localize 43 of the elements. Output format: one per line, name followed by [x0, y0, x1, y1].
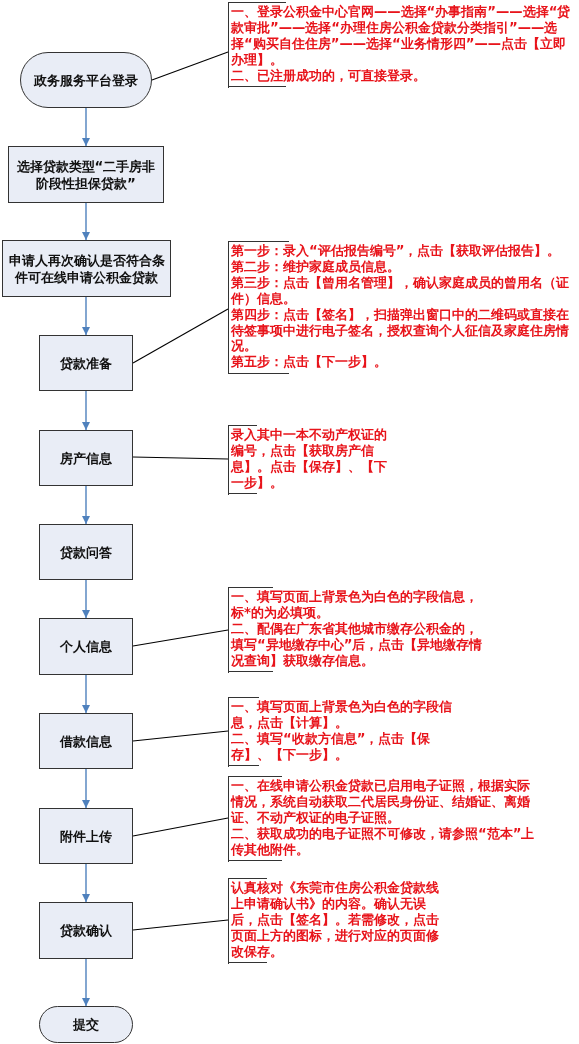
note-text: 认真核对《东莞市住房公积金贷款线上申请确认书》的内容。确认无误后，点击【签名】。若需修改，点击页面上方的图标，进行对应的页面修改保存。 — [231, 880, 440, 960]
note-text: 第三步：点击【曾用名管理】，确认家庭成员的曾用名（证件）信息。 — [231, 274, 570, 307]
terminal-box: 提交 — [39, 1006, 133, 1043]
leader-line — [132, 730, 229, 742]
note-text: 第二步：维护家庭成员信息。 — [231, 258, 401, 275]
process-box: 贷款准备 — [39, 335, 133, 391]
arrow — [82, 768, 90, 809]
arrow — [82, 485, 90, 525]
note-text: 二、配偶在广东省其他城市缴存公积金的，填写“异地缴存中心”后，点击【异地缴存情况查询】获取缴存信息。 — [231, 620, 484, 669]
leader-line — [132, 817, 229, 837]
note-text: 第五步：点击【下一步】。 — [231, 354, 388, 371]
note-text: 一、登录公积金中心官网——选择“办事指南”——选择“贷款审批”——选择“办理住房公积金贷款分类指引”——选择“购买自住住房”——选择“业务情形四”——点击【立即办理】。 — [231, 4, 572, 68]
arrow — [82, 202, 90, 241]
process-box: 借款信息 — [39, 713, 133, 769]
note-text: 二、已注册成功的，可直接登录。 — [231, 67, 427, 84]
note-text: 录入其中一本不动产权证的编号，点击【获取房产信息】。点击【保存】、【下一步】。 — [231, 427, 388, 491]
process-box: 个人信息 — [39, 618, 133, 675]
note-text: 二、获取成功的电子证照不可修改，请参照“范本”上传其他附件。 — [231, 825, 536, 858]
leader-line — [132, 308, 229, 364]
leader-line — [151, 51, 229, 81]
note-text: 第一步：录入“评估报告编号”，点击【获取评估报告】。 — [231, 243, 562, 259]
process-box: 申请人再次确认是否符合条件可在线申请公积金贷款 — [2, 240, 171, 297]
process-box: 选择贷款类型“二手房非阶段性担保贷款” — [8, 146, 164, 203]
leader-line — [132, 919, 229, 931]
arrow — [82, 863, 90, 903]
arrow — [82, 579, 90, 619]
arrow — [82, 674, 90, 714]
note-text: 二、填写“收款方信息”，点击【保存】、【下一步】。 — [231, 730, 432, 763]
leader-line — [132, 629, 229, 647]
arrow — [82, 296, 90, 336]
process-box: 贷款确认 — [39, 902, 133, 959]
note-text: 一、在线申请公积金贷款已启用电子证照，根据实际情况，系统自动获取二代居民身份证、结婚证、离婚证、不动产权证的电子证照。 — [231, 778, 531, 826]
process-box: 房产信息 — [39, 430, 133, 486]
process-box: 贷款问答 — [39, 524, 133, 580]
arrow — [82, 107, 90, 147]
note-text: 一、填写页面上背景色为白色的字段信息，标*的为必填项。 — [231, 589, 479, 621]
terminal-box: 政务服务平台登录 — [20, 52, 152, 108]
note-text: 第四步：点击【签名】，扫描弹出窗口中的二维码或直接在待签事项中进行电子签名，授权查询个人征信及家庭住房情况。 — [231, 306, 570, 355]
arrow — [82, 390, 90, 431]
leader-line — [132, 456, 229, 460]
note-text: 一、填写页面上背景色为白色的字段信息，点击【计算】。 — [231, 699, 453, 731]
arrow — [82, 958, 90, 1007]
process-box: 附件上传 — [39, 808, 133, 864]
